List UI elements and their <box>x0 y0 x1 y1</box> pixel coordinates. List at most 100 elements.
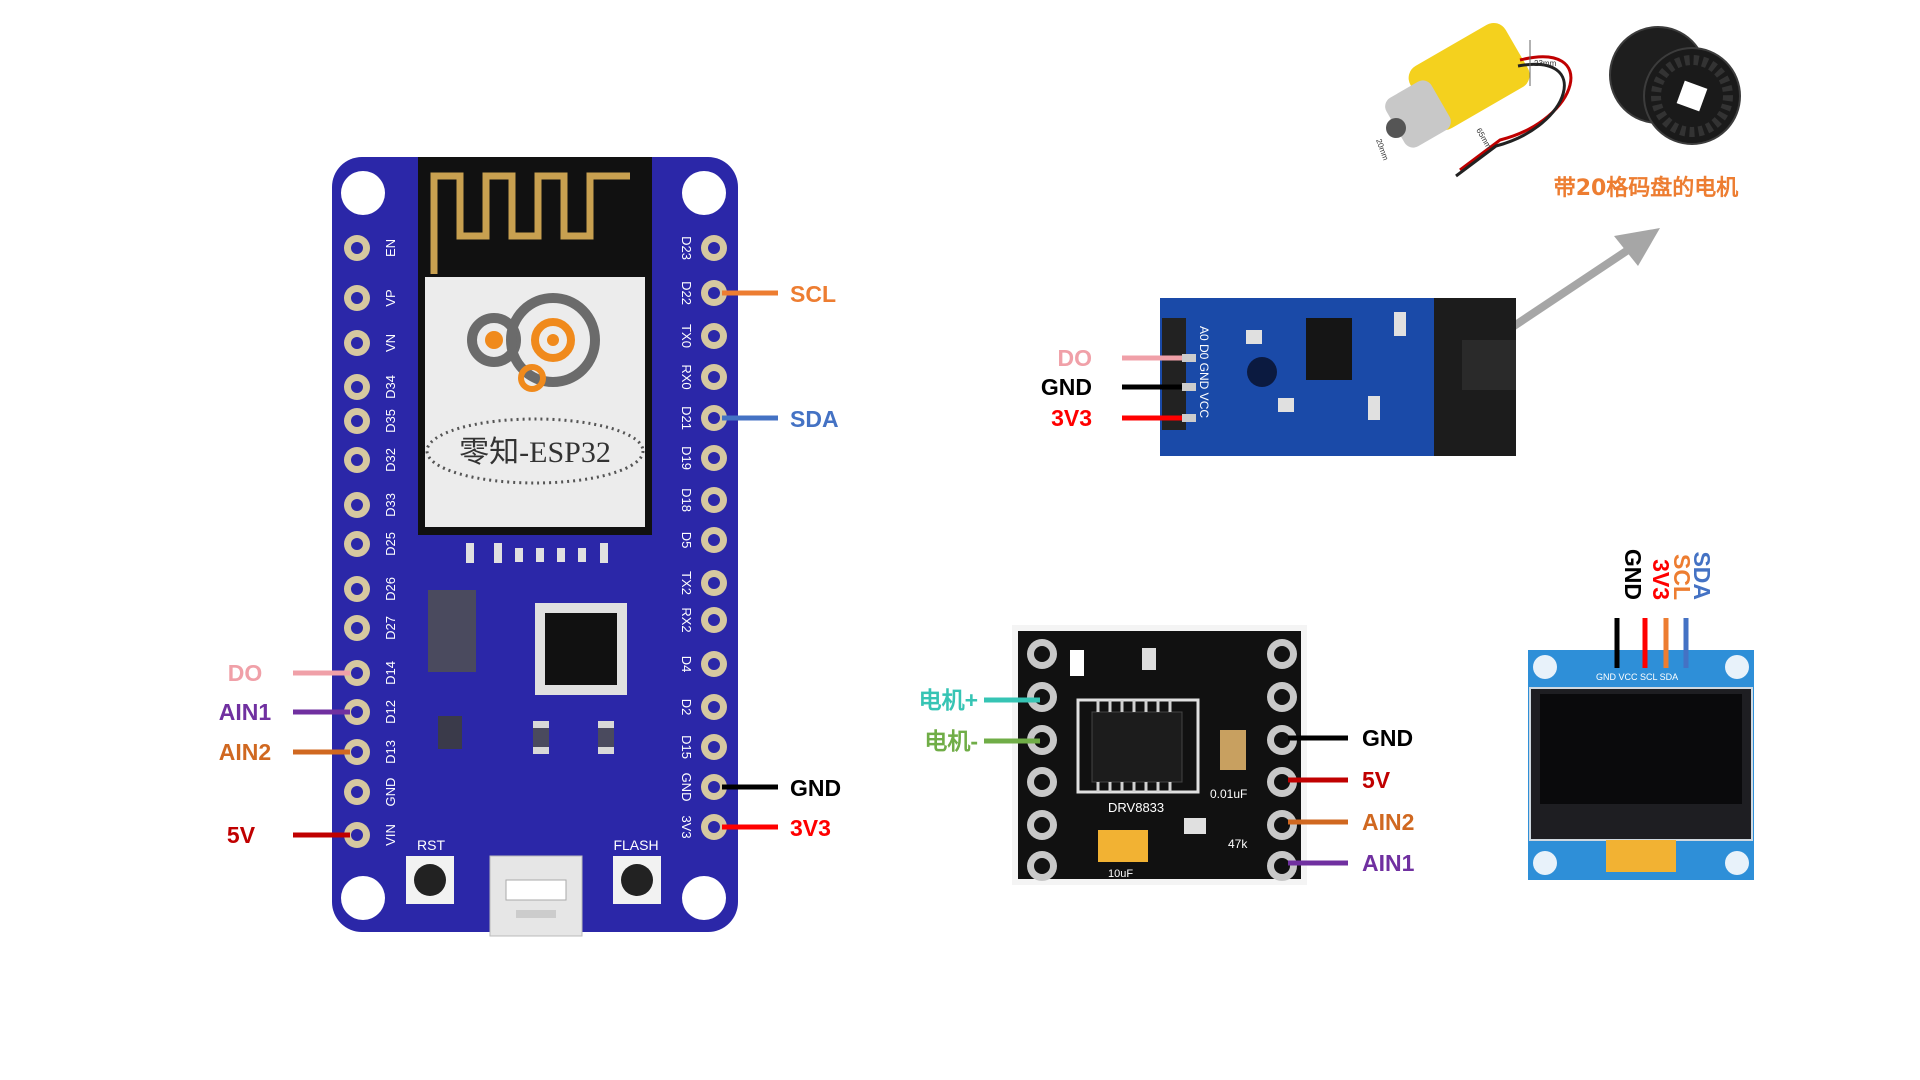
pin-hole <box>351 829 363 841</box>
drv-resistor <box>1070 650 1084 676</box>
wire-label-gnd: GND <box>790 775 841 801</box>
pin-label-d2: D2 <box>679 699 694 716</box>
oled-label-sda: SDA <box>1689 551 1715 600</box>
small-chip <box>438 716 462 749</box>
sensor-resistor <box>1368 396 1380 420</box>
pin-hole <box>708 534 720 546</box>
pin-label-d22: D22 <box>679 281 694 305</box>
flash-button-cap[interactable] <box>621 864 653 896</box>
wire-label-ain2: AIN2 <box>219 739 271 765</box>
drv-cap-label: 0.01uF <box>1210 787 1247 801</box>
wire-label-scl: SCL <box>790 281 836 307</box>
sensor-resistor <box>1394 312 1406 336</box>
drv-pin-hole <box>1274 774 1290 790</box>
speed-sensor-module: A0 D0 GND VCC <box>1160 298 1516 456</box>
oled-label-gnd: GND <box>1620 549 1646 600</box>
pin-hole <box>708 371 720 383</box>
sensor-led <box>1278 398 1294 412</box>
drv-cap2-label: 10uF <box>1108 868 1133 880</box>
drv-right-label-ain1: AIN1 <box>1362 850 1415 876</box>
drv8833-module: DRV8833 47k 0.01uF 10uF <box>1012 625 1307 885</box>
pin-hole <box>708 287 720 299</box>
pin-label-d27: D27 <box>383 616 398 640</box>
pin-label-d4: D4 <box>679 656 694 673</box>
drv-right-label-gnd: GND <box>1362 725 1413 751</box>
rst-label: RST <box>417 837 445 853</box>
oled-module: GND VCC SCL SDA <box>1528 650 1754 880</box>
drv-pin-hole <box>1274 858 1290 874</box>
drv-res-label: 47k <box>1228 837 1248 851</box>
drv-pin-hole <box>1034 774 1050 790</box>
pin-label-tx2: TX2 <box>679 571 694 595</box>
pin-label-rx2: RX2 <box>679 607 694 632</box>
pin-hole <box>351 499 363 511</box>
oled-hole <box>1725 851 1749 875</box>
drv-led <box>1142 648 1156 670</box>
drv-chip-legs <box>1096 700 1172 792</box>
drv-smd <box>1184 818 1206 834</box>
wire-label-5v: 5V <box>227 822 256 848</box>
drv-left-wires: 电机+电机- <box>919 687 1040 754</box>
pin-label-3v3: 3V3 <box>679 815 694 838</box>
pin-hole <box>708 821 720 833</box>
sensor-pin <box>1182 354 1196 362</box>
pin-hole <box>708 701 720 713</box>
pin-label-d35: D35 <box>383 409 398 433</box>
pin-hole <box>351 415 363 427</box>
pin-hole <box>351 337 363 349</box>
module-shield <box>425 277 645 527</box>
pin-label-vin: VIN <box>383 824 398 846</box>
drv-pin-hole <box>1034 646 1050 662</box>
pin-hole <box>351 746 363 758</box>
capacitor-body <box>533 728 549 747</box>
sensor-label-3v3: 3V3 <box>1051 405 1092 431</box>
pin-label-vn: VN <box>383 334 398 352</box>
sensor-pin <box>1182 383 1196 391</box>
drv-right-label-5v: 5V <box>1362 767 1391 793</box>
drv-chip-label: DRV8833 <box>1108 800 1164 815</box>
oled-label-3v3: 3V3 <box>1648 559 1674 600</box>
pin-hole <box>351 242 363 254</box>
pin-label-vp: VP <box>383 289 398 306</box>
drv-pin-hole <box>1274 732 1290 748</box>
right-pin-header: D23D22TX0RX0D21D19D18D5TX2RX2D4D2D15GND3… <box>679 235 727 840</box>
flash-label: FLASH <box>613 837 658 853</box>
oled-label-scl: SCL <box>1669 554 1695 600</box>
pin-hole <box>351 292 363 304</box>
drv-pin-headers <box>1027 639 1297 881</box>
sensor-pin-block <box>1162 318 1186 430</box>
pin-label-d13: D13 <box>383 740 398 764</box>
sensor-pin-print: A0 D0 GND VCC <box>1197 326 1211 418</box>
pin-label-d33: D33 <box>383 493 398 517</box>
motor-image: 23mm 65mm 20mm 带20格码盘的电机 <box>1374 22 1741 201</box>
oled-pin-print: GND VCC SCL SDA <box>1596 672 1678 682</box>
drv-pin-hole <box>1034 689 1050 705</box>
pin-label-d26: D26 <box>383 577 398 601</box>
pin-hole <box>708 781 720 793</box>
pin-hole <box>708 741 720 753</box>
oled-ribbon <box>1606 840 1676 872</box>
drv-pin-hole <box>1274 817 1290 833</box>
pin-hole <box>708 658 720 670</box>
sensor-pin <box>1182 414 1196 422</box>
wire-label-do: DO <box>228 660 263 686</box>
pin-label-d25: D25 <box>383 532 398 556</box>
motor-dim-23: 23mm <box>1534 59 1557 68</box>
pin-hole <box>351 583 363 595</box>
pin-hole <box>708 412 720 424</box>
cpu-chip <box>535 603 627 695</box>
pin-label-d19: D19 <box>679 446 694 470</box>
left-pin-header: ENVPVND34D35D32D33D25D26D27D14D12D13GNDV… <box>344 235 398 848</box>
pin-label-d5: D5 <box>679 532 694 549</box>
pin-hole <box>351 667 363 679</box>
pin-label-d32: D32 <box>383 448 398 472</box>
motor-caption: 带20格码盘的电机 <box>1554 175 1739 201</box>
capacitor-body <box>598 728 614 747</box>
regulator-chip <box>428 590 476 672</box>
oled-screen <box>1540 694 1742 804</box>
oled-hole <box>1725 655 1749 679</box>
rst-button-cap[interactable] <box>414 864 446 896</box>
encoder-disc-hub <box>1676 80 1708 112</box>
